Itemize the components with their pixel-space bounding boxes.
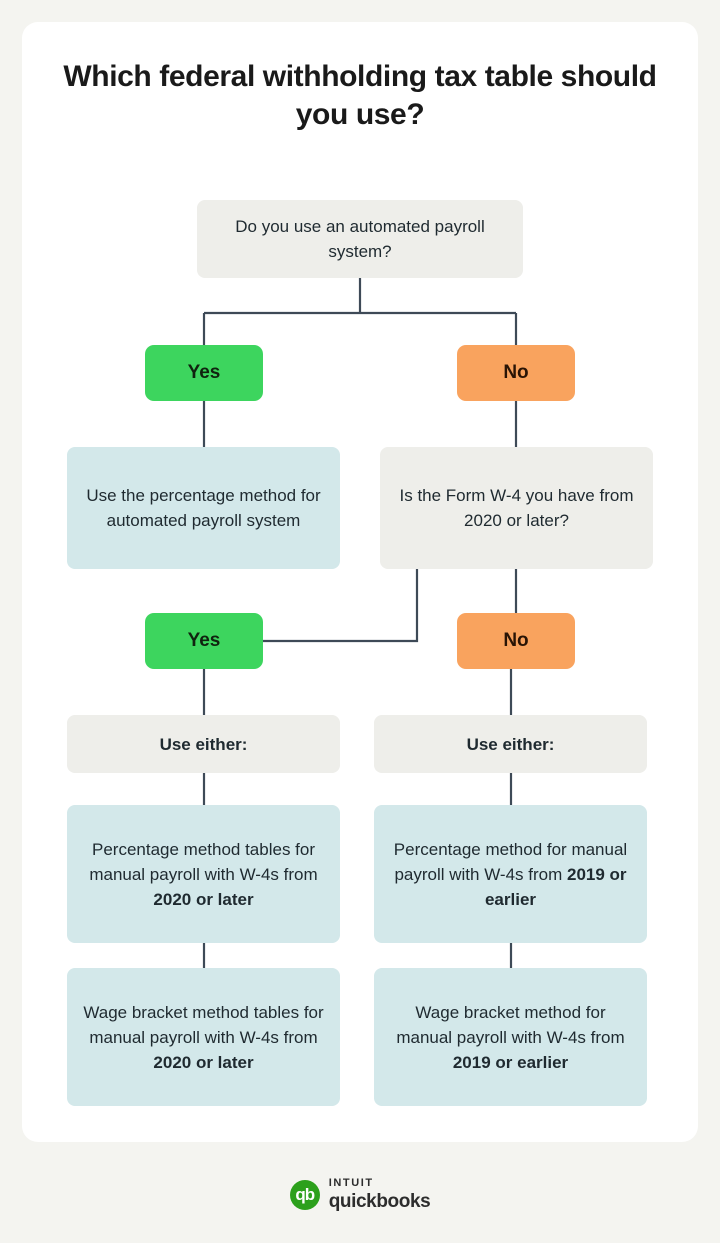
node-label: Yes bbox=[187, 630, 221, 651]
quickbooks-circle-icon: qb bbox=[289, 1179, 320, 1210]
logo-intuit-text: INTUIT bbox=[328, 1177, 374, 1189]
node-label-emphasis: 2020 or later bbox=[153, 889, 254, 909]
node-label-lead: Wage bracket method tables for manual pa… bbox=[83, 1002, 324, 1047]
node-label: Use the percentage method for automated … bbox=[86, 486, 321, 530]
page-title: Which federal withholding tax table shou… bbox=[63, 60, 657, 131]
node-label: Wage bracket method for manual payroll w… bbox=[388, 1000, 633, 1075]
answer-no-automated[interactable]: No bbox=[457, 345, 575, 401]
result-percentage-tables-2020[interactable]: Percentage method tables for manual payr… bbox=[67, 805, 340, 943]
edge-w4-to-yes2 bbox=[263, 569, 419, 643]
node-label: Do you use an automated payroll system? bbox=[235, 217, 485, 261]
node-label: Percentage method for manual payroll wit… bbox=[388, 837, 633, 912]
logo-quickbooks-text: quickbooks bbox=[328, 1191, 431, 1212]
node-label-emphasis: 2019 or earlier bbox=[484, 864, 627, 909]
quickbooks-logo: qb INTUIT quickbooks bbox=[0, 1178, 720, 1211]
node-label-emphasis: 2020 or later bbox=[153, 1052, 254, 1072]
label-use-either-right: Use either: bbox=[374, 715, 647, 773]
node-label: No bbox=[503, 630, 529, 651]
answer-yes-automated[interactable]: Yes bbox=[145, 345, 263, 401]
result-wage-bracket-tables-2020[interactable]: Wage bracket method tables for manual pa… bbox=[67, 968, 340, 1106]
answer-no-w4-2020[interactable]: No bbox=[457, 613, 575, 669]
node-label-lead: Percentage method for manual payroll wit… bbox=[393, 839, 628, 884]
logo-wordmark: INTUIT quickbooks bbox=[328, 1177, 431, 1212]
node-label: No bbox=[503, 362, 529, 383]
answer-yes-w4-2020[interactable]: Yes bbox=[145, 613, 263, 669]
result-percentage-method-automated[interactable]: Use the percentage method for automated … bbox=[67, 447, 340, 569]
node-label: Yes bbox=[187, 362, 221, 383]
result-wage-bracket-2019[interactable]: Wage bracket method for manual payroll w… bbox=[374, 968, 647, 1106]
question-form-w4-year[interactable]: Is the Form W-4 you have from 2020 or la… bbox=[380, 447, 653, 569]
result-percentage-2019[interactable]: Percentage method for manual payroll wit… bbox=[374, 805, 647, 943]
node-label-lead: Wage bracket method for manual payroll w… bbox=[396, 1002, 625, 1047]
logo-monogram: qb bbox=[295, 1185, 315, 1204]
node-label: Wage bracket method tables for manual pa… bbox=[81, 1000, 326, 1075]
node-label: Percentage method tables for manual payr… bbox=[81, 837, 326, 912]
label-use-either-left: Use either: bbox=[67, 715, 340, 773]
node-label: Use either: bbox=[466, 734, 555, 754]
node-label-lead: Percentage method tables for manual payr… bbox=[89, 839, 318, 884]
node-label: Is the Form W-4 you have from 2020 or la… bbox=[399, 486, 634, 530]
node-label-emphasis: 2019 or earlier bbox=[452, 1052, 569, 1072]
question-automated-payroll[interactable]: Do you use an automated payroll system? bbox=[197, 200, 523, 278]
node-label: Use either: bbox=[159, 734, 248, 754]
